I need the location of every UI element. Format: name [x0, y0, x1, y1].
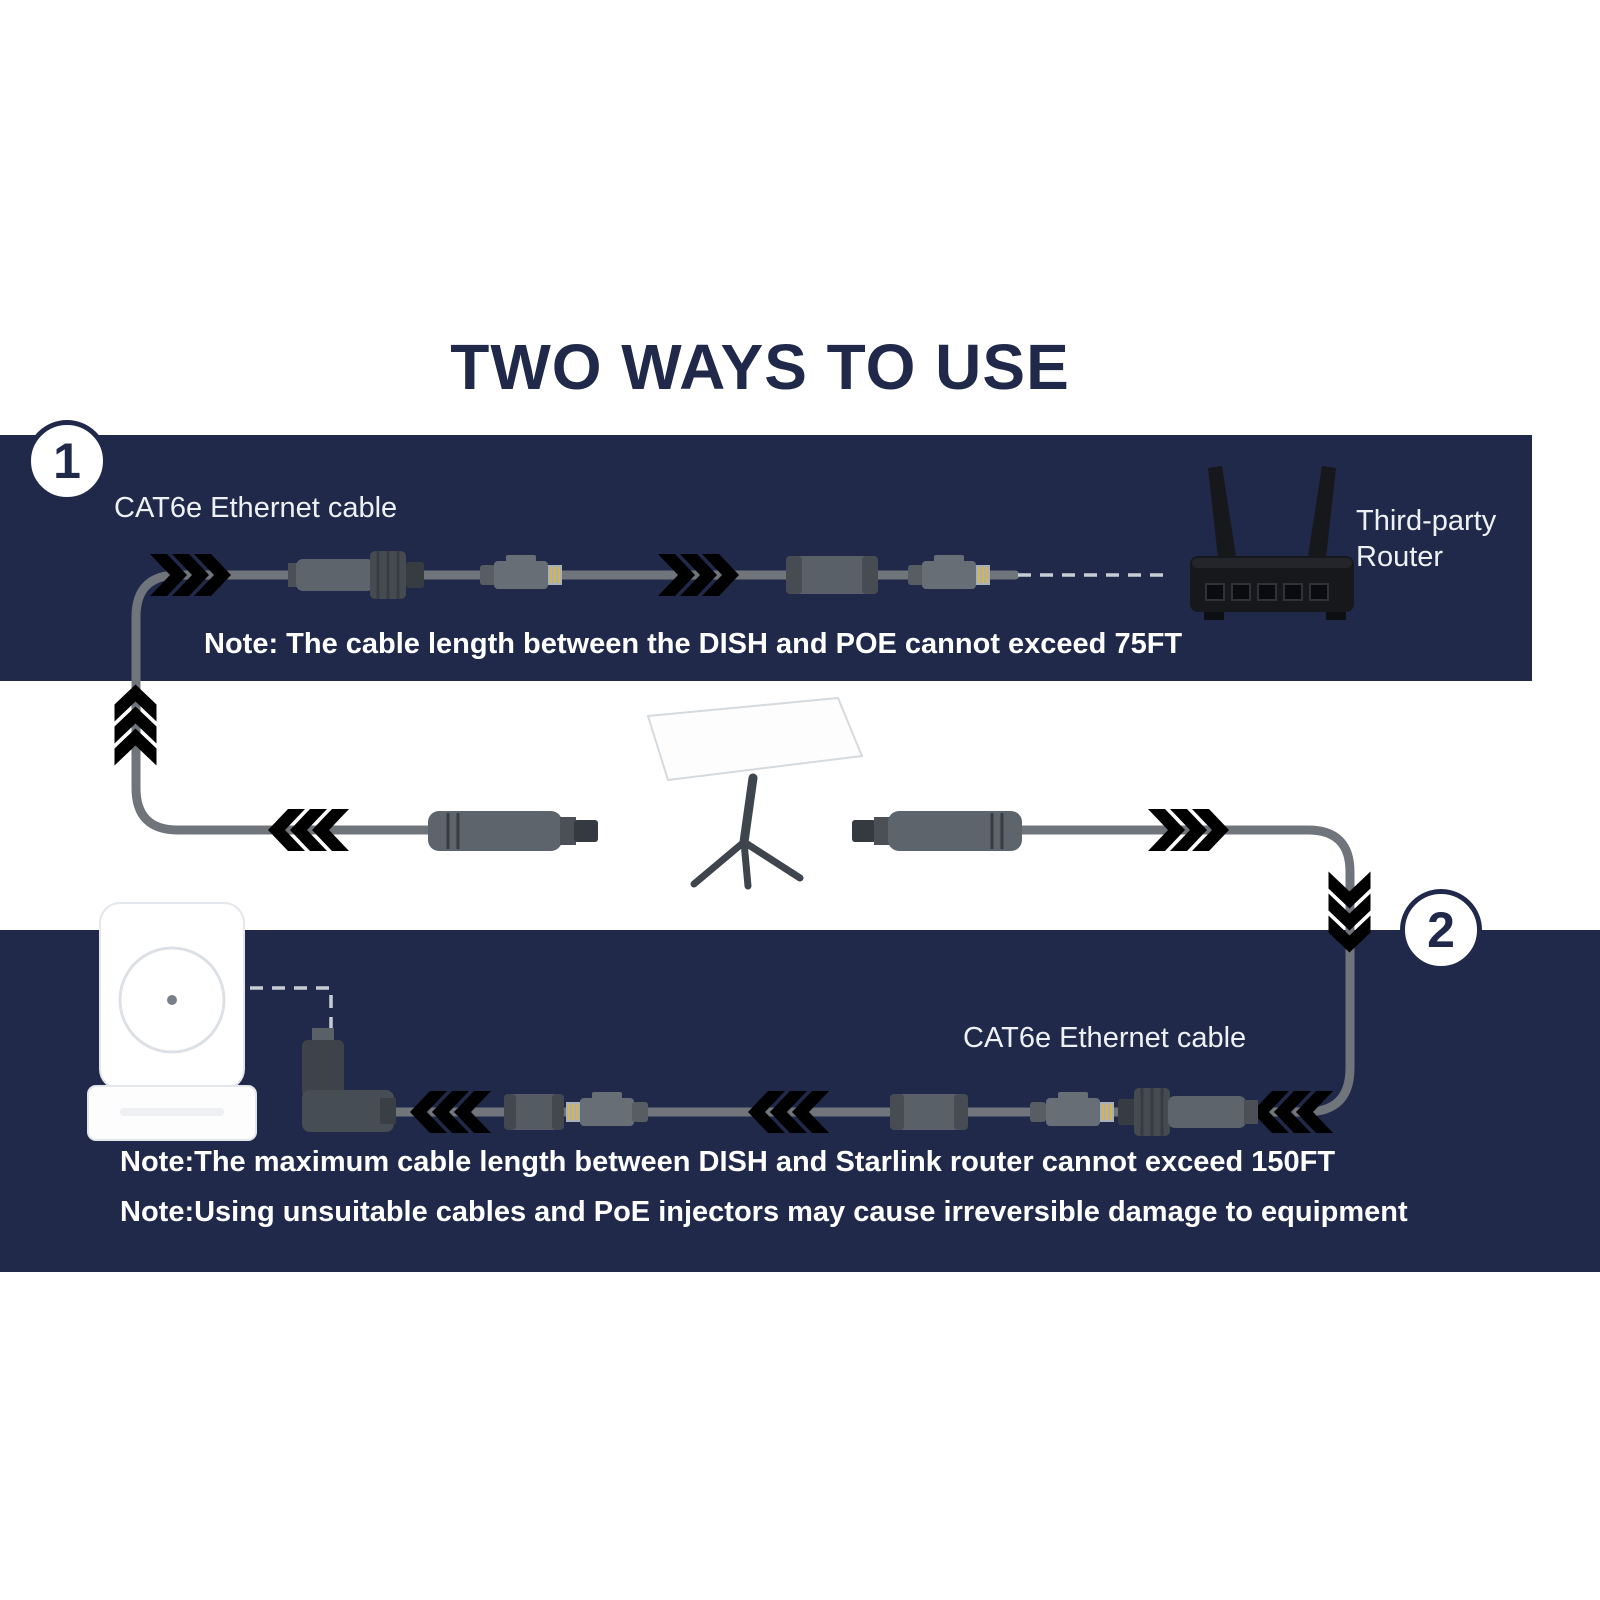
third-party-router-label: Third-party Router — [1356, 505, 1497, 574]
arrow-left-icon — [268, 809, 349, 851]
step1-badge: 1 — [26, 420, 108, 502]
arrow-right-icon — [1148, 809, 1229, 851]
starlink-dish-icon — [646, 696, 864, 890]
page-title: TWO WAYS TO USE — [450, 331, 1070, 403]
cable-label-2: CAT6e Ethernet cable — [963, 1022, 1247, 1054]
arrow-up-icon — [114, 684, 157, 766]
section1-note: Note: The cable length between the DISH … — [204, 628, 1183, 660]
section2-note-1: Note:The maximum cable length between DI… — [120, 1146, 1336, 1178]
step1-number: 1 — [53, 433, 81, 489]
step2-number: 2 — [1427, 902, 1455, 958]
step2-badge: 2 — [1400, 889, 1482, 971]
poe-injector-right-icon — [852, 811, 1022, 851]
cable-label-1: CAT6e Ethernet cable — [114, 492, 398, 524]
poe-injector-left-icon — [428, 811, 598, 851]
section2-note-2: Note:Using unsuitable cables and PoE inj… — [120, 1196, 1408, 1228]
